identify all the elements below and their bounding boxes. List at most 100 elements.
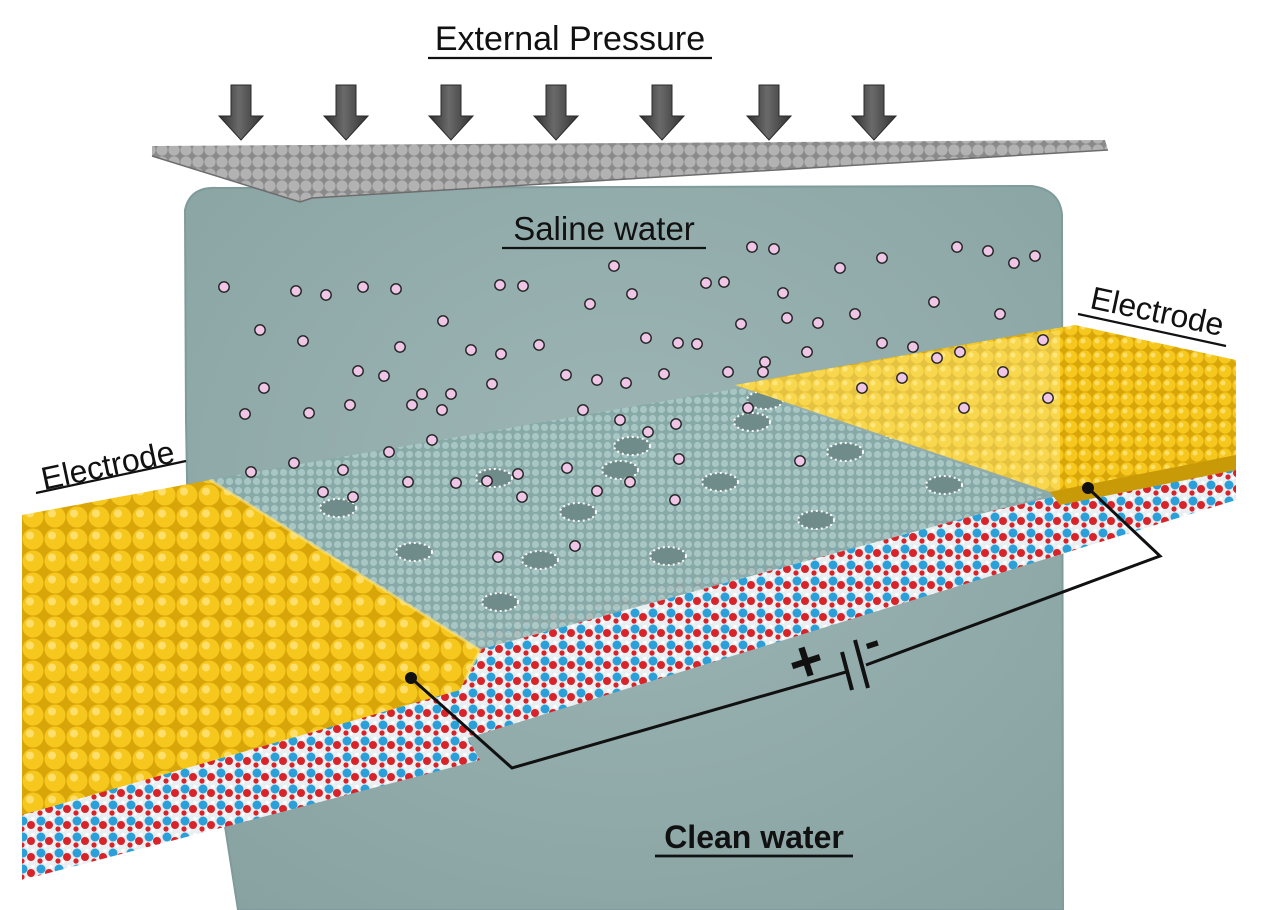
ion: [245, 466, 257, 478]
ion: [624, 476, 636, 488]
ion: [896, 372, 908, 384]
ion: [390, 283, 402, 295]
pressure-arrows: [217, 84, 898, 141]
ion: [931, 352, 943, 364]
ion: [856, 382, 868, 394]
ion: [357, 281, 369, 293]
ion: [288, 457, 300, 469]
ion: [297, 335, 309, 347]
pressure-arrow-5: [638, 84, 686, 141]
ion: [486, 378, 498, 390]
ion: [759, 356, 771, 368]
ion: [258, 382, 270, 394]
membrane-pore: [395, 542, 433, 562]
ion: [584, 298, 596, 310]
ion: [620, 377, 632, 389]
ion: [516, 491, 528, 503]
ion: [794, 455, 806, 467]
ion: [982, 245, 994, 257]
label-clean-water: Clean water: [664, 819, 844, 855]
right-contact-point: [1082, 482, 1094, 494]
ion: [569, 540, 581, 552]
left-electrode-top: [22, 480, 480, 815]
ion: [450, 477, 462, 489]
ion: [437, 315, 449, 327]
title-external-pressure: External Pressure: [435, 20, 705, 58]
membrane-pore: [559, 502, 597, 522]
circuit-wire: [410, 670, 847, 770]
ion: [317, 486, 329, 498]
membrane-pore: [613, 436, 651, 456]
ion: [640, 332, 652, 344]
pressure-arrow-6: [745, 84, 793, 141]
ion: [781, 312, 793, 324]
membrane-pore: [925, 475, 963, 495]
ion: [658, 368, 670, 380]
ion: [1037, 334, 1049, 346]
ion: [591, 374, 603, 386]
pressure-arrow-3: [427, 84, 475, 141]
ion: [951, 241, 963, 253]
ion: [608, 260, 620, 272]
ion: [320, 289, 332, 301]
ion: [495, 348, 507, 360]
ion: [445, 388, 457, 400]
ion: [691, 338, 703, 350]
ion: [337, 464, 349, 476]
membrane-pore: [733, 412, 771, 432]
ion: [254, 324, 266, 336]
ion: [958, 402, 970, 414]
circuit-wire-right: [865, 486, 1163, 667]
ion: [876, 252, 888, 264]
right-electrode-top: [735, 325, 1236, 492]
membrane-pore: [797, 510, 835, 530]
pressure-plate: [152, 140, 1108, 202]
ion: [402, 476, 414, 488]
ion: [768, 243, 780, 255]
right-electrode-side: [1050, 455, 1236, 505]
ion: [746, 241, 758, 253]
ion: [672, 337, 684, 349]
membrane-pore: [521, 550, 559, 570]
ion: [517, 280, 529, 292]
ion: [777, 287, 789, 299]
ion: [492, 551, 504, 563]
pressure-arrow-4: [532, 84, 580, 141]
ion: [1042, 392, 1054, 404]
ion: [344, 399, 356, 411]
membrane-pore: [319, 498, 357, 518]
ion: [436, 404, 448, 416]
ion: [812, 317, 824, 329]
ion: [994, 308, 1006, 320]
ion: [928, 296, 940, 308]
ion: [700, 277, 712, 289]
left-contact-point: [405, 672, 417, 684]
battery-symbol: [840, 639, 870, 691]
ion: [290, 285, 302, 297]
membrane-pore: [649, 546, 687, 566]
pressure-arrow-7: [850, 84, 898, 141]
membrane-pore: [701, 472, 739, 492]
membrane-pore: [601, 460, 639, 480]
membrane-pore: [481, 592, 519, 612]
ion: [954, 346, 966, 358]
substrate-layer-middle: [430, 455, 1236, 745]
ion: [239, 408, 251, 420]
ion: [849, 308, 861, 320]
ion: [591, 485, 603, 497]
ion: [406, 399, 418, 411]
membrane-pore: [826, 442, 864, 462]
pressure-arrow-1: [217, 84, 265, 141]
ion: [626, 288, 638, 300]
ion: [561, 462, 573, 474]
ion: [512, 468, 524, 480]
ion: [560, 369, 572, 381]
ion: [997, 366, 1009, 378]
ion: [834, 262, 846, 274]
pressure-arrow-2: [322, 84, 370, 141]
ion: [1029, 250, 1041, 262]
ion: [577, 404, 589, 416]
ion: [465, 344, 477, 356]
